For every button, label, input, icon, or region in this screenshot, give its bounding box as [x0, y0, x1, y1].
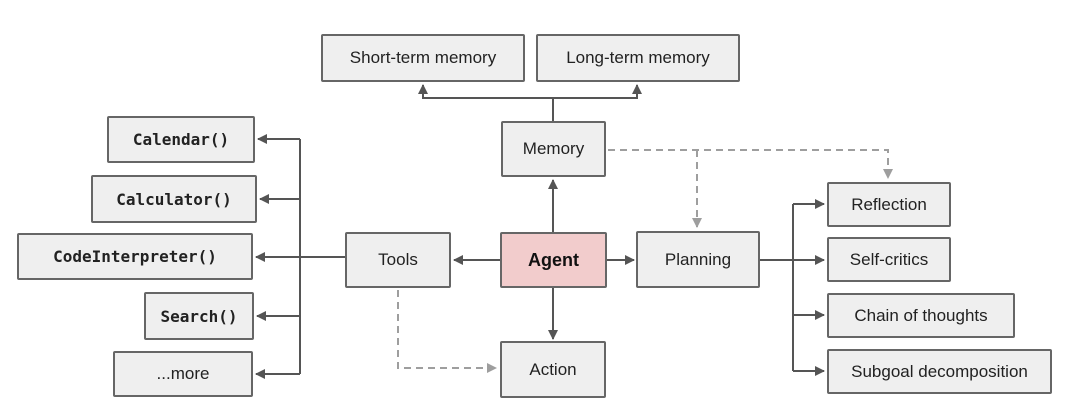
node-short-term-memory: Short-term memory [321, 34, 525, 82]
node-reflection: Reflection [827, 182, 951, 227]
edge-tools-action-dashed [397, 290, 497, 373]
edge-planning-trunk [760, 204, 794, 371]
node-more: ...more [113, 351, 253, 397]
node-subgoal-decomposition: Subgoal decomposition [827, 349, 1052, 394]
node-tools: Tools [345, 232, 451, 288]
node-agent: Agent [500, 232, 607, 288]
edge-memory-reflection-dashed [608, 149, 893, 179]
node-long-term-memory: Long-term memory [536, 34, 740, 82]
node-search: Search() [144, 292, 254, 340]
edge-memory-long-term [553, 84, 642, 99]
node-code-interpreter: CodeInterpreter() [17, 233, 253, 280]
node-action: Action [500, 341, 606, 398]
edge-memory-short-term [418, 84, 554, 121]
node-self-critics: Self-critics [827, 237, 951, 282]
node-memory: Memory [501, 121, 606, 177]
node-chain-of-thoughts: Chain of thoughts [827, 293, 1015, 338]
node-planning: Planning [636, 231, 760, 288]
node-calendar: Calendar() [107, 116, 255, 163]
node-calculator: Calculator() [91, 175, 257, 223]
